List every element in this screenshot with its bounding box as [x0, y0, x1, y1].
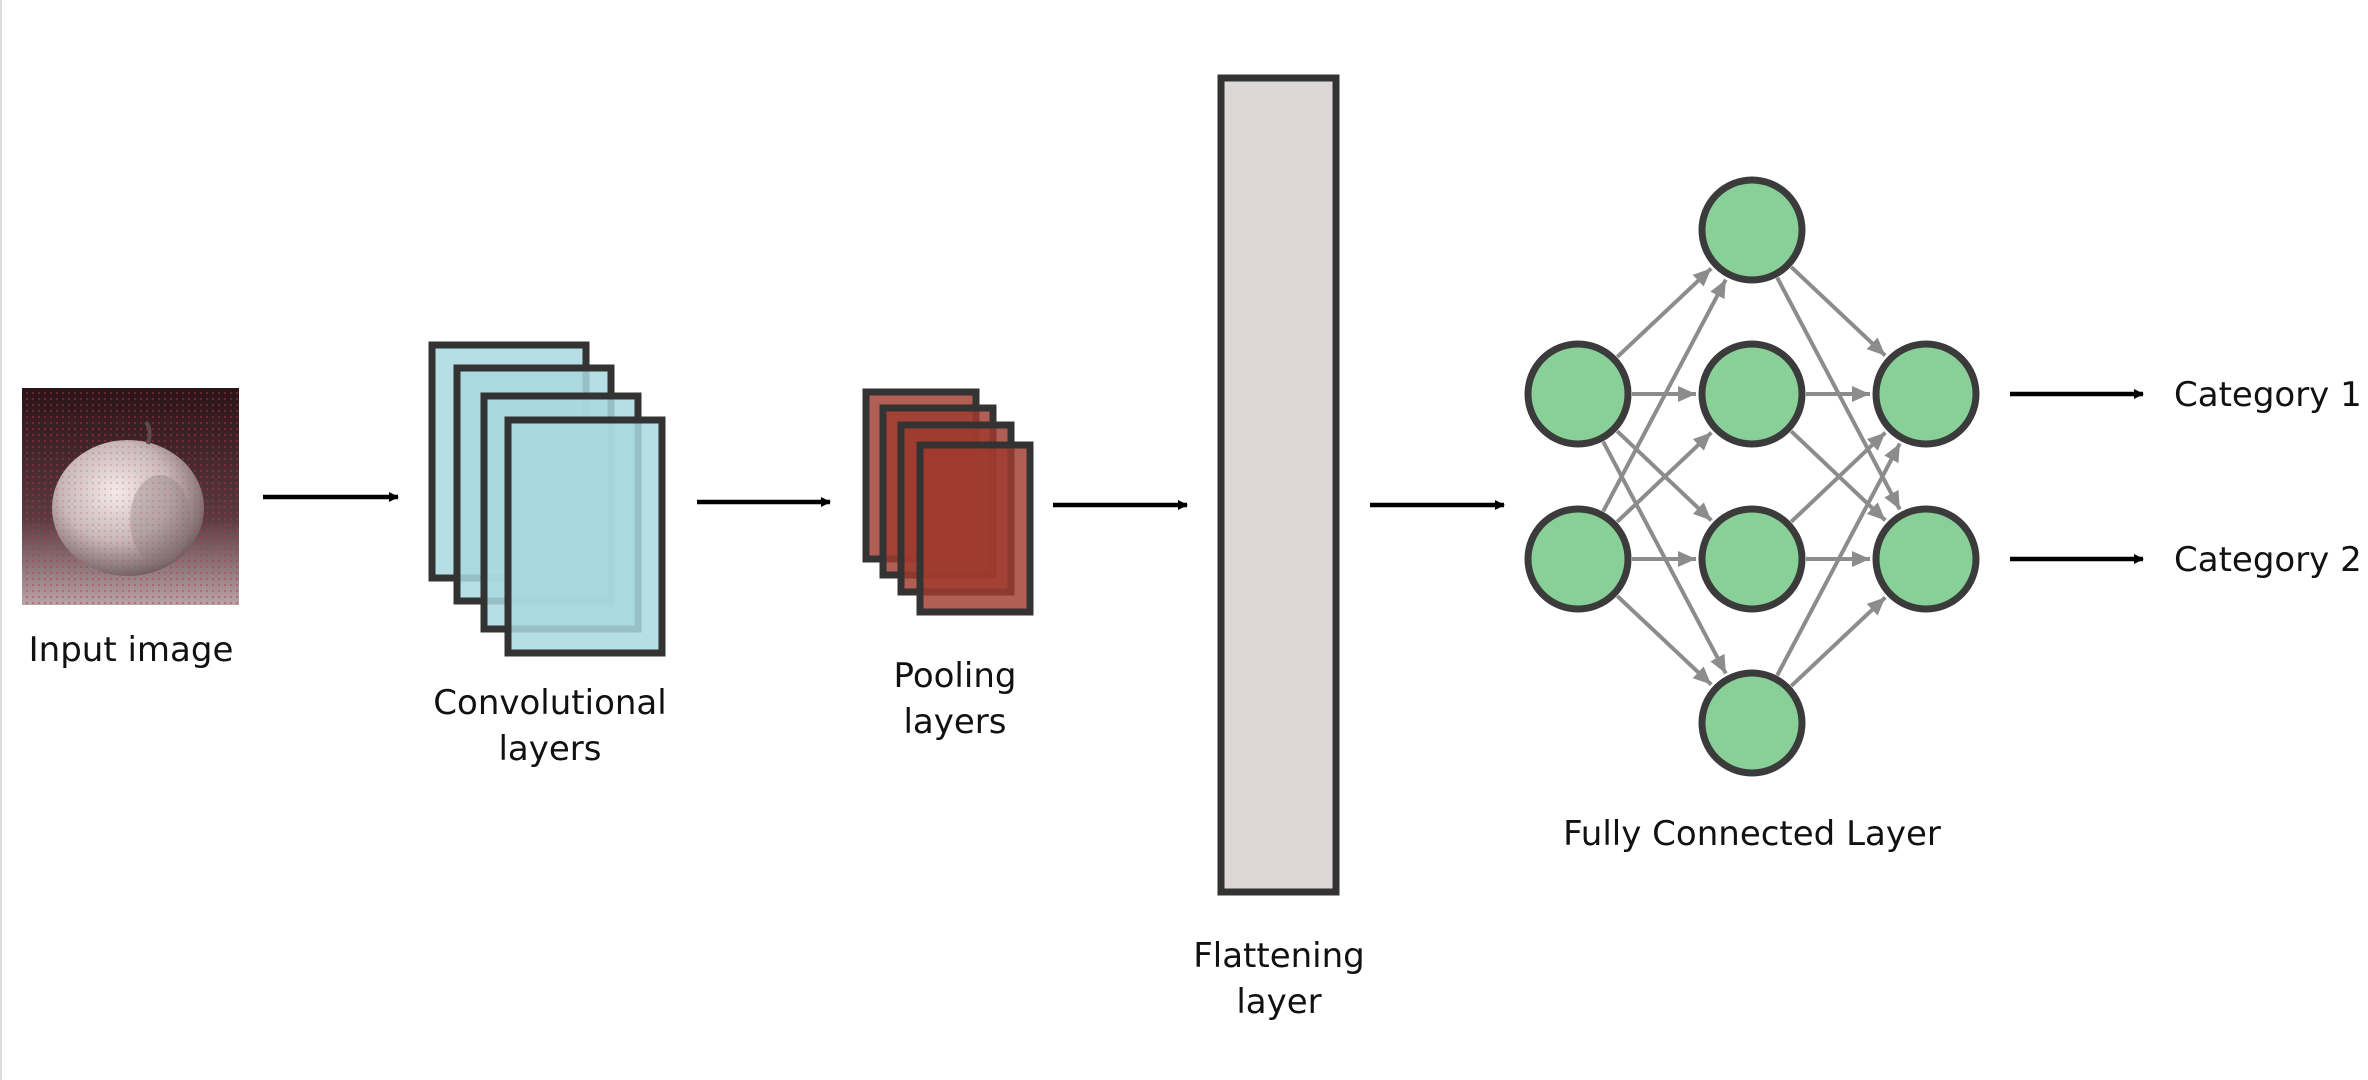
convolutional-layers-label: Convolutional — [433, 683, 666, 723]
input-image-label: Input image — [29, 630, 234, 670]
flattening-layer-label: Flattening — [1193, 936, 1365, 976]
pooling-layers-label: Pooling — [894, 656, 1017, 696]
fc-connection-arrow — [1601, 278, 1728, 513]
fc-neuron-layer-3 — [1872, 340, 1980, 448]
fc-neuron-layer-2 — [1698, 176, 1806, 284]
fc-connection-arrow — [1615, 431, 1713, 524]
fc-connection-arrow — [1775, 442, 1902, 677]
fc-neuron-layer-2 — [1698, 669, 1806, 777]
fc-connection-arrow — [1615, 594, 1713, 687]
pooling-layers-label-line2: layers — [903, 702, 1006, 742]
fc-neurons — [1524, 176, 1980, 777]
fc-neuron-layer-1 — [1524, 340, 1632, 448]
fc-connection-arrow — [1615, 266, 1713, 359]
pooling-layers-stack — [862, 388, 1034, 616]
fc-connection-arrow — [1789, 431, 1887, 524]
fc-neuron-layer-1 — [1524, 505, 1632, 613]
fc-neuron-layer-3 — [1872, 505, 1980, 613]
fully-connected-layer-label: Fully Connected Layer — [1563, 814, 1941, 854]
fc-connection-arrow — [1789, 595, 1887, 688]
fc-connections — [1601, 265, 1902, 688]
convolutional-layers-stack — [428, 341, 666, 657]
flattening-layer-bar — [1217, 74, 1340, 896]
fc-neuron-layer-2 — [1698, 505, 1806, 613]
flattening-layer-label-line2: layer — [1236, 982, 1321, 1022]
category-2-label: Category 2 — [2174, 540, 2362, 580]
category-1-label: Category 1 — [2174, 375, 2362, 415]
pool-feature-map — [916, 441, 1034, 616]
conv-feature-map — [504, 416, 666, 657]
input-image — [22, 388, 239, 605]
fc-neuron-layer-2 — [1698, 340, 1806, 448]
convolutional-layers-label-line2: layers — [498, 729, 601, 769]
fc-connection-arrow — [1789, 265, 1887, 358]
